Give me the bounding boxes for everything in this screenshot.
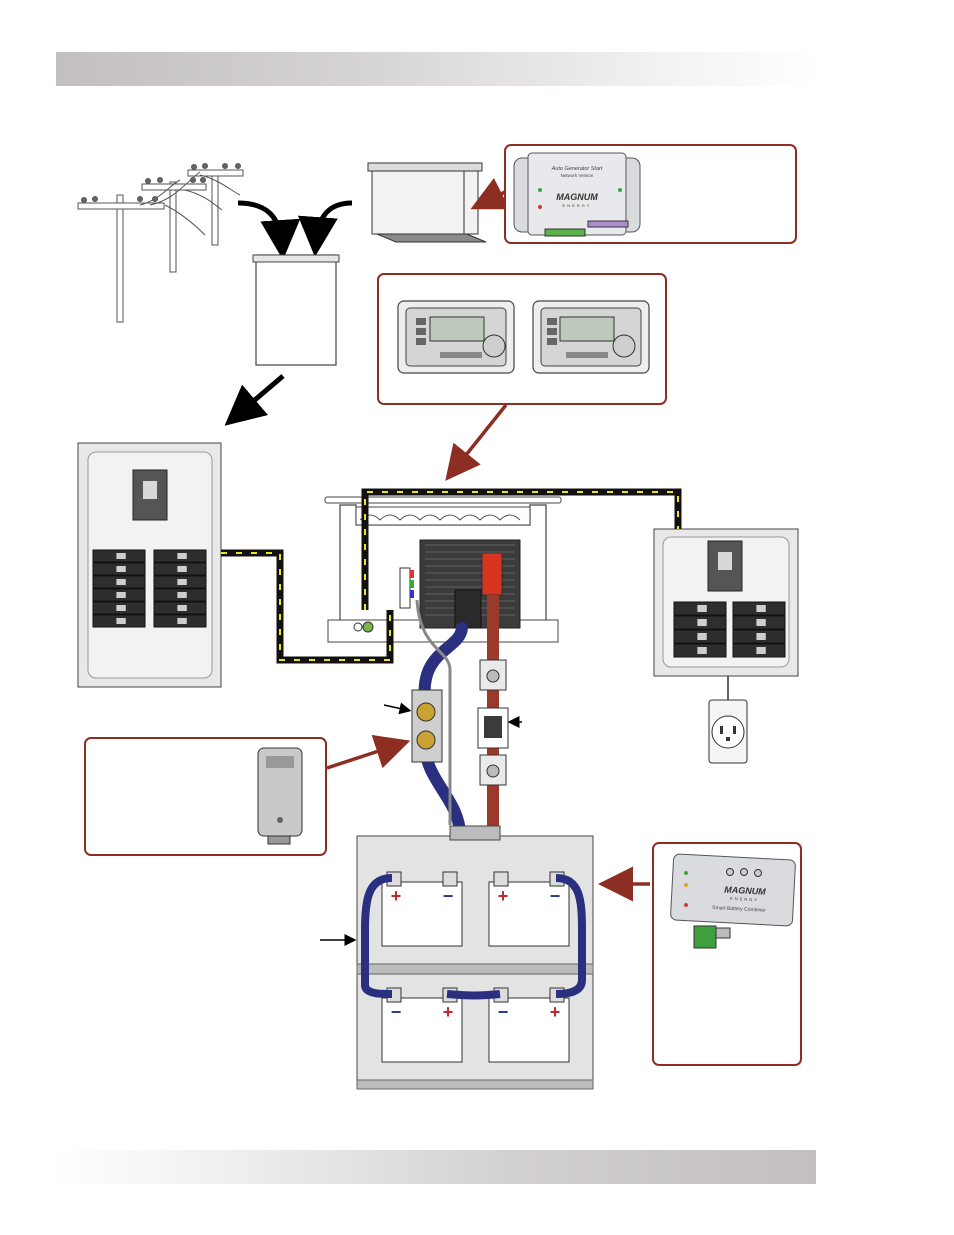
breaker <box>153 575 207 589</box>
transfer-switch-box <box>252 254 340 366</box>
bmk-arrow <box>326 734 411 770</box>
battery-series-cable-right <box>555 874 586 998</box>
battery-terminal-label: + <box>443 1002 454 1022</box>
bmk-module <box>257 747 303 845</box>
breaker <box>153 562 207 576</box>
remote-arrow <box>445 403 508 481</box>
dc-disconnect <box>477 659 509 786</box>
ac-wiring <box>221 488 682 664</box>
breaker <box>673 601 727 616</box>
breaker <box>92 575 146 589</box>
battery-terminal-label: − <box>550 886 561 906</box>
battery-terminal-label: − <box>498 1002 509 1022</box>
breaker <box>153 601 207 615</box>
battery: +− <box>488 871 570 947</box>
breaker <box>673 643 727 658</box>
sbc-brand: MAGNUM <box>724 885 766 897</box>
ags-title: Auto Generator Start <box>551 166 603 172</box>
battery-terminal-label: − <box>443 886 454 906</box>
ags-brand-sub: ENERGY <box>563 203 592 208</box>
ags-module: Auto Generator Start Network Version MAG… <box>513 152 641 237</box>
remote-panel-right <box>532 300 650 374</box>
utility-poles-icon <box>77 163 244 323</box>
battery-terminal-label: − <box>391 1002 402 1022</box>
sbc-title: Smart Battery Combiner <box>712 905 766 914</box>
breaker <box>153 614 207 628</box>
breaker <box>732 601 786 616</box>
header-bar <box>56 52 816 86</box>
dc-shunt <box>411 689 443 763</box>
battery-terminal-label: + <box>391 886 402 906</box>
ags-subtitle: Network Version <box>561 173 594 178</box>
breaker <box>673 615 727 630</box>
battery-series-cable-left <box>361 874 393 999</box>
battery: −+ <box>488 987 570 1063</box>
ac-outlet-icon <box>708 699 748 764</box>
breaker <box>92 588 146 602</box>
sub-panel-breakers <box>673 601 786 658</box>
to-main-panel-arrow <box>224 374 285 426</box>
sbc-brand-sub: ENERGY <box>730 896 759 903</box>
breaker <box>732 643 786 658</box>
battery-terminal-label: + <box>498 886 509 906</box>
inverter-negative-terminal <box>454 589 482 629</box>
breaker <box>92 614 146 628</box>
remote-panel-left <box>397 300 515 374</box>
ags-brand: MAGNUM <box>556 192 598 202</box>
breaker <box>732 615 786 630</box>
sbc-module: MAGNUM ENERGY Smart Battery Combiner <box>670 853 796 949</box>
ags-arrow <box>470 177 510 210</box>
inverter <box>324 496 562 643</box>
footer-bar <box>56 1150 816 1184</box>
battery-parallel-cable <box>446 990 501 1000</box>
breaker <box>153 588 207 602</box>
breaker <box>673 629 727 644</box>
battery: +− <box>381 871 463 947</box>
breaker <box>153 549 207 563</box>
inverter-positive-terminal <box>481 552 503 665</box>
generator-feed-arrow <box>297 200 353 257</box>
breaker <box>732 629 786 644</box>
battery-terminal-label: + <box>550 1002 561 1022</box>
main-panel-breakers <box>92 549 207 628</box>
utility-feed-arrow <box>237 200 301 260</box>
temp-sensor-cable <box>415 599 452 825</box>
generator-icon <box>367 162 487 243</box>
battery: −+ <box>381 987 463 1063</box>
shunt-pointer-arrow <box>383 702 412 715</box>
breaker <box>92 601 146 615</box>
breaker <box>92 549 146 563</box>
breaker <box>92 562 146 576</box>
